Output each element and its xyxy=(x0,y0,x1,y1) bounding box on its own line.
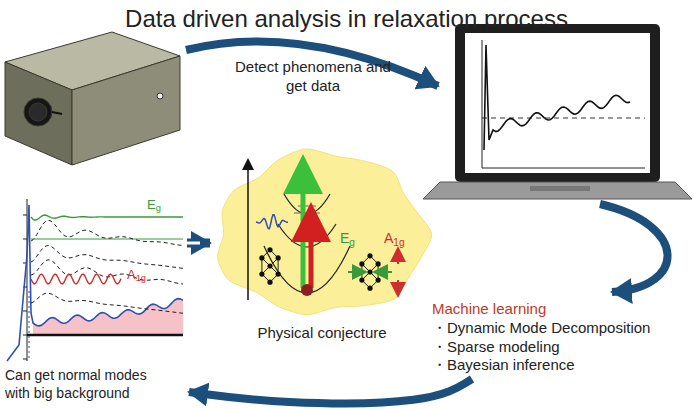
node-text: Physical conjecture xyxy=(212,324,432,343)
heading-text: Machine learning xyxy=(432,300,655,319)
mode-arrow xyxy=(348,271,360,273)
axis-tick xyxy=(23,335,27,336)
lattice-atom xyxy=(367,253,372,258)
excitation-arrow xyxy=(301,174,306,288)
plot-axis xyxy=(27,199,28,361)
lattice-atom xyxy=(267,263,272,268)
vibration-level xyxy=(294,213,320,214)
node-text: ・Sparse modeling xyxy=(432,338,655,357)
mode-trace xyxy=(31,239,183,240)
lattice-atom xyxy=(267,280,272,285)
potential-well xyxy=(278,224,336,247)
axis-tick xyxy=(23,239,27,240)
instrument-box xyxy=(5,32,180,165)
lattice-atom xyxy=(359,261,364,266)
conjecture-cloud: Eg A1gPhysical conjecture xyxy=(212,150,434,345)
connector-group xyxy=(189,379,472,403)
mode-trace xyxy=(31,215,183,220)
connector-group xyxy=(187,243,210,244)
lattice-atom xyxy=(276,272,281,277)
lattice-atom xyxy=(359,278,364,283)
measured-trace xyxy=(7,205,183,361)
mode-arrow xyxy=(397,254,399,264)
background-area xyxy=(33,299,183,335)
vibration-level xyxy=(297,238,317,239)
mode-trace xyxy=(31,274,121,284)
mode-arrow xyxy=(380,271,392,273)
node-text: Can get normal modes with big background xyxy=(5,367,165,402)
component-trace xyxy=(31,246,183,269)
node-text: Eg xyxy=(147,197,161,213)
laptop xyxy=(423,24,692,199)
lattice-atom xyxy=(267,247,272,252)
illustration xyxy=(5,195,185,363)
excitation-arrow xyxy=(309,222,314,288)
signal-trace xyxy=(484,45,630,150)
title: Data driven analysis in relaxation proce… xyxy=(0,4,693,34)
laser-pulse xyxy=(256,215,288,229)
cloud-shape xyxy=(218,149,432,315)
energy-axis xyxy=(247,164,249,300)
lattice-atom xyxy=(367,269,372,274)
arrow-inner-line xyxy=(187,242,200,245)
axis-tick xyxy=(23,215,27,216)
node-text: ・Bayesian inference xyxy=(432,356,655,375)
lattice-atom xyxy=(367,286,372,291)
flow-arrow xyxy=(600,204,668,292)
state-ball xyxy=(301,284,313,296)
axis-tick xyxy=(23,311,27,312)
lattice-atom xyxy=(376,261,381,266)
lattice-atom xyxy=(259,272,264,277)
time-zero-line xyxy=(29,291,30,361)
axis-tick xyxy=(23,359,27,360)
method-list: Machine learning・Dynamic Mode Decomposit… xyxy=(432,300,655,377)
illustration xyxy=(212,150,432,322)
node-text: Eg xyxy=(340,230,355,248)
node-text: A1g xyxy=(384,230,405,248)
potential-well xyxy=(284,194,330,214)
node-text: ・Dynamic Mode Decomposition xyxy=(432,319,655,338)
baseline xyxy=(27,334,183,337)
lattice-atom xyxy=(376,278,381,283)
component-trace xyxy=(31,220,183,245)
flow-arrow xyxy=(187,239,210,248)
lattice-atom xyxy=(259,255,264,260)
result-plot: EgA1gCan get normal modes with big backg… xyxy=(5,195,185,404)
component-trace xyxy=(31,293,183,313)
annotation-label: Detect phenomena and get data xyxy=(228,58,398,96)
node-text: A1g xyxy=(127,267,146,283)
mode-arrow xyxy=(397,280,399,290)
component-trace xyxy=(31,260,183,284)
flow-arrow xyxy=(189,379,472,403)
lattice-atom xyxy=(276,255,281,260)
